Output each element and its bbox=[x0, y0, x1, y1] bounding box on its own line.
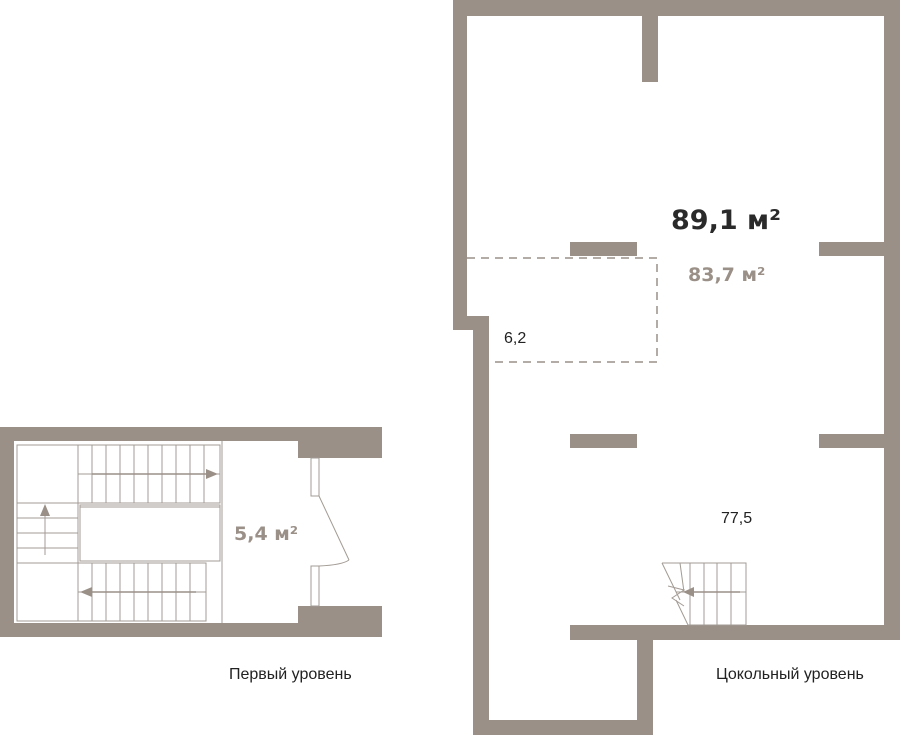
partition-lower-left bbox=[570, 434, 637, 448]
entrance-door bbox=[310, 457, 350, 607]
partition-top bbox=[642, 0, 658, 82]
dashed-zone bbox=[467, 257, 658, 363]
first-wall-left bbox=[0, 427, 14, 637]
basement-wall-bottom-left bbox=[473, 720, 653, 735]
stair-arrow-up bbox=[40, 504, 50, 516]
room-area-small: 6,2 bbox=[504, 330, 526, 347]
first-level-stairs bbox=[16, 444, 221, 622]
partition-upper-left bbox=[570, 242, 637, 256]
first-level: 5,4 м² Первый уровень bbox=[0, 427, 382, 683]
basement-wall-right bbox=[884, 0, 900, 640]
basement-stair bbox=[661, 562, 747, 626]
first-level-caption: Первый уровень bbox=[229, 666, 352, 683]
total-area: 89,1 м² bbox=[671, 205, 781, 236]
room-area-large: 77,5 bbox=[721, 510, 752, 527]
partition-lower-right bbox=[819, 434, 900, 448]
basement-wall-top bbox=[453, 0, 900, 16]
partition-upper-right bbox=[819, 242, 900, 256]
stair-arrow-bottom bbox=[80, 587, 92, 597]
basement-wall-left-lower bbox=[473, 316, 489, 735]
stair-arrow bbox=[683, 587, 694, 597]
basement-level-caption: Цокольный уровень bbox=[716, 666, 864, 683]
basement-wall-left-upper bbox=[453, 0, 467, 330]
first-wall-right-top bbox=[298, 427, 382, 458]
first-level-area: 5,4 м² bbox=[234, 523, 298, 545]
first-wall-right-bottom bbox=[298, 606, 382, 637]
basement-area: 83,7 м² bbox=[688, 264, 765, 286]
basement-level: 89,1 м² 83,7 м² 6,2 77,5 Цокольный урове… bbox=[453, 0, 900, 735]
first-wall-bottom bbox=[0, 623, 382, 637]
basement-wall-bottom-notch bbox=[637, 625, 653, 735]
stair-arrow-top bbox=[206, 469, 218, 479]
first-wall-top bbox=[0, 427, 382, 441]
basement-wall-bottom bbox=[570, 625, 900, 640]
